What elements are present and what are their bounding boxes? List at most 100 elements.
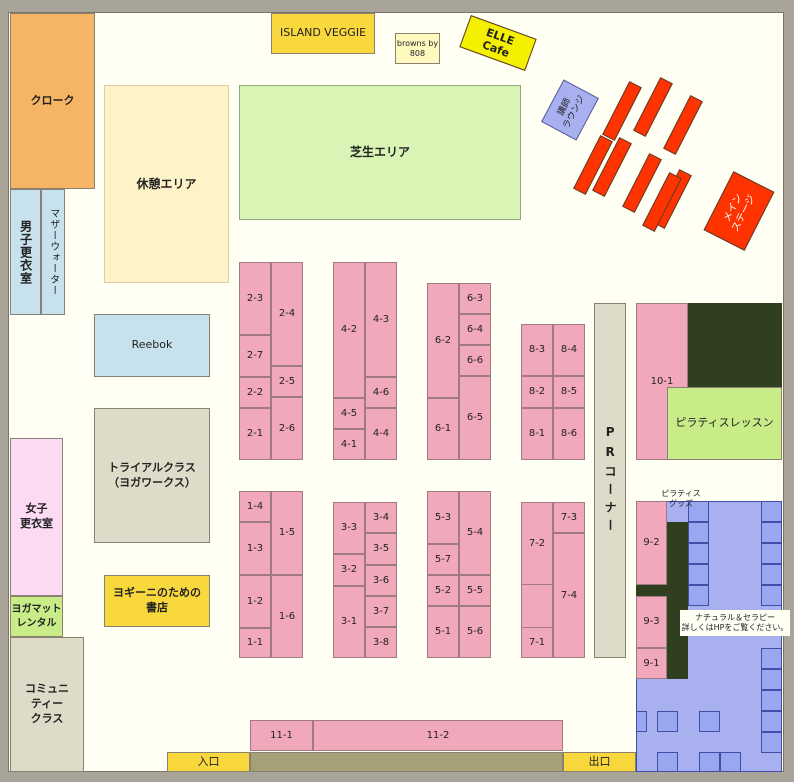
therapy-cell bbox=[720, 752, 741, 772]
booth-2-6[interactable]: 2-6 bbox=[271, 397, 303, 460]
natural-therapy-label: ナチュラル＆セラピー 詳しくはHPをご覧ください。 bbox=[680, 610, 790, 636]
booth-11-2[interactable]: 11-2 bbox=[313, 720, 563, 751]
booth-3-6[interactable]: 3-6 bbox=[365, 565, 397, 596]
exit[interactable]: 出口 bbox=[563, 752, 636, 772]
therapy-cell bbox=[688, 585, 709, 606]
booth-6-2[interactable]: 6-2 bbox=[427, 283, 459, 398]
booth-4-3[interactable]: 4-3 bbox=[365, 262, 397, 377]
booth-7-3[interactable]: 7-3 bbox=[553, 502, 585, 533]
booth-5-2[interactable]: 5-2 bbox=[427, 575, 459, 606]
booth-4-4[interactable]: 4-4 bbox=[365, 408, 397, 460]
booth-6-5[interactable]: 6-5 bbox=[459, 376, 491, 460]
therapy-cell bbox=[688, 543, 709, 564]
dark-strip bbox=[636, 585, 667, 596]
booth-9-2[interactable]: 9-2 bbox=[636, 501, 667, 585]
therapy-cell bbox=[636, 711, 647, 732]
therapy-cell bbox=[761, 585, 782, 606]
booth-8-4[interactable]: 8-4 bbox=[553, 324, 585, 376]
booth-2-3[interactable]: 2-3 bbox=[239, 262, 271, 335]
therapy-cell bbox=[657, 711, 678, 732]
therapy-cell bbox=[761, 501, 782, 522]
yoga-mat-rental[interactable]: ヨガマット レンタル bbox=[10, 596, 63, 637]
booth-2-7[interactable]: 2-7 bbox=[239, 335, 271, 377]
booth-6-1[interactable]: 6-1 bbox=[427, 398, 459, 460]
booth-5-6[interactable]: 5-6 bbox=[459, 606, 491, 658]
reebok-booth[interactable]: Reebok bbox=[94, 314, 210, 377]
entrance[interactable]: 入口 bbox=[167, 752, 250, 772]
booth-4-6[interactable]: 4-6 bbox=[365, 377, 397, 408]
booth-7-1[interactable]: 7-1 bbox=[521, 627, 553, 658]
therapy-cell bbox=[761, 522, 782, 543]
booth-1-4[interactable]: 1-4 bbox=[239, 491, 271, 522]
booth-4-2[interactable]: 4-2 bbox=[333, 262, 365, 398]
booth-3-2[interactable]: 3-2 bbox=[333, 554, 365, 586]
therapy-cell bbox=[688, 564, 709, 585]
booth-1-1[interactable]: 1-1 bbox=[239, 628, 271, 658]
therapy-cell bbox=[761, 711, 782, 732]
booth-8-3[interactable]: 8-3 bbox=[521, 324, 553, 376]
booth-1-3[interactable]: 1-3 bbox=[239, 522, 271, 575]
lawn-area[interactable]: 芝生エリア bbox=[239, 85, 521, 220]
booth-3-7[interactable]: 3-7 bbox=[365, 596, 397, 627]
trial-class[interactable]: トライアルクラス （ヨガワークス） bbox=[94, 408, 210, 543]
booth-6-3[interactable]: 6-3 bbox=[459, 283, 491, 314]
booth-9-1[interactable]: 9-1 bbox=[636, 648, 667, 679]
booth-5-3[interactable]: 5-3 bbox=[427, 491, 459, 544]
bookstore[interactable]: ヨギーニのための 書店 bbox=[104, 575, 210, 627]
booth-4-1[interactable]: 4-1 bbox=[333, 429, 365, 460]
therapy-cell bbox=[761, 543, 782, 564]
booth-5-5[interactable]: 5-5 bbox=[459, 575, 491, 606]
community-class[interactable]: コミュニ ティー クラス bbox=[10, 637, 84, 772]
island-veggie[interactable]: ISLAND VEGGIE bbox=[271, 13, 375, 54]
rest-area[interactable]: 休憩エリア bbox=[104, 85, 229, 283]
booth-5-7[interactable]: 5-7 bbox=[427, 544, 459, 575]
booth-2-4[interactable]: 2-4 bbox=[271, 262, 303, 366]
booth-5-4[interactable]: 5-4 bbox=[459, 491, 491, 575]
booth-6-4[interactable]: 6-4 bbox=[459, 314, 491, 345]
booth-8-5[interactable]: 8-5 bbox=[553, 376, 585, 408]
booth-5-1[interactable]: 5-1 bbox=[427, 606, 459, 658]
booth-3-1[interactable]: 3-1 bbox=[333, 586, 365, 658]
therapy-cell bbox=[761, 648, 782, 669]
pr-corner[interactable]: PRコーナー bbox=[594, 303, 626, 658]
booth-2-2[interactable]: 2-2 bbox=[239, 377, 271, 408]
booth-3-4[interactable]: 3-4 bbox=[365, 502, 397, 533]
booth-8-1[interactable]: 8-1 bbox=[521, 408, 553, 460]
pilates-lesson[interactable]: ピラティスレッスン bbox=[667, 387, 782, 460]
browns-by-808[interactable]: browns by 808 bbox=[395, 33, 440, 64]
therapy-cell bbox=[761, 669, 782, 690]
therapy-cell bbox=[688, 501, 709, 522]
therapy-cell bbox=[761, 732, 782, 753]
booth-6-6[interactable]: 6-6 bbox=[459, 345, 491, 376]
therapy-cell bbox=[657, 752, 678, 772]
booth-7-2[interactable]: 7-2 bbox=[521, 502, 553, 585]
therapy-cell bbox=[699, 711, 720, 732]
pilates-goods[interactable]: ピラティス グッズ bbox=[661, 489, 701, 508]
cloak[interactable]: クローク bbox=[10, 13, 95, 189]
booth-8-6[interactable]: 8-6 bbox=[553, 408, 585, 460]
booth-4-5[interactable]: 4-5 bbox=[333, 398, 365, 429]
booth-1-5[interactable]: 1-5 bbox=[271, 491, 303, 575]
booth-2-5[interactable]: 2-5 bbox=[271, 366, 303, 397]
booth-8-2[interactable]: 8-2 bbox=[521, 376, 553, 408]
booth-3-3[interactable]: 3-3 bbox=[333, 502, 365, 554]
booth-9-3[interactable]: 9-3 bbox=[636, 596, 667, 648]
booth-10-1[interactable]: 10-1 bbox=[636, 303, 688, 460]
therapy-cell bbox=[761, 564, 782, 585]
booth-3-5[interactable]: 3-5 bbox=[365, 533, 397, 565]
dark-block bbox=[688, 303, 782, 387]
booth-1-6[interactable]: 1-6 bbox=[271, 575, 303, 658]
mother-water[interactable]: マザーウォーター bbox=[41, 189, 65, 315]
dark-strip bbox=[667, 522, 688, 679]
therapy-cell bbox=[761, 690, 782, 711]
booth-7-4[interactable]: 7-4 bbox=[553, 533, 585, 658]
booth-3-8[interactable]: 3-8 bbox=[365, 627, 397, 658]
booth-11-1[interactable]: 11-1 bbox=[250, 720, 313, 751]
mens-changing-room[interactable]: 男子更衣室 bbox=[10, 189, 41, 315]
therapy-cell bbox=[699, 752, 720, 772]
booth-2-1[interactable]: 2-1 bbox=[239, 408, 271, 460]
therapy-cell bbox=[688, 522, 709, 543]
womens-changing-room[interactable]: 女子 更衣室 bbox=[10, 438, 63, 596]
booth-1-2[interactable]: 1-2 bbox=[239, 575, 271, 628]
